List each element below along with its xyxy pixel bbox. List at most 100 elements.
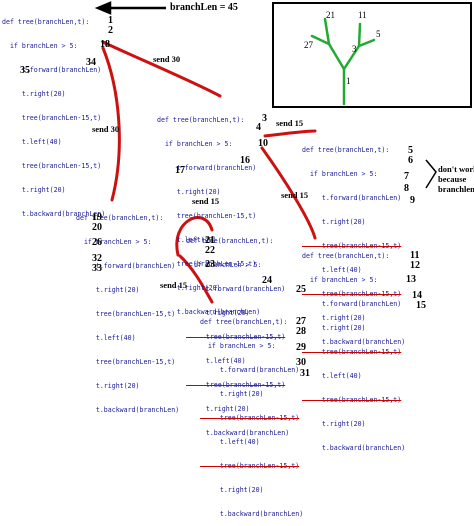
code-line: t.right(20) xyxy=(200,486,264,494)
code-line: t.forward(branchLen) xyxy=(186,285,286,293)
code-line: def tree(branchLen,t): xyxy=(200,318,288,326)
code-line: def tree(branchLen,t): xyxy=(157,116,245,124)
send-label: send 30 xyxy=(92,124,120,134)
code-line: tree(branchLen-15,t) xyxy=(186,333,286,341)
code-line: t.right(20) xyxy=(2,186,66,194)
step-number: 22 xyxy=(205,245,215,256)
code-line: tree(branchLen-15,t) xyxy=(157,212,257,220)
arrow-left-icon xyxy=(94,1,112,15)
code-line: tree(branchLen-15,t) xyxy=(186,381,286,389)
code-line: t.backward(branchLen) xyxy=(2,210,106,218)
step-number: 7 xyxy=(404,171,409,182)
step-number: 30 xyxy=(296,357,306,368)
code-line: t.right(20) xyxy=(302,314,366,322)
step-number: 8 xyxy=(404,183,409,194)
code-line: t.forward(branchLen) xyxy=(302,300,402,308)
code-line: def tree(branchLen,t): xyxy=(302,252,390,260)
step-number: 23 xyxy=(205,259,215,270)
code-block-depth2-b: def tree(branchLen,t): if branchLen > 5:… xyxy=(302,236,405,460)
step-number: 9 xyxy=(410,195,415,206)
code-line: t.left(40) xyxy=(2,138,62,146)
connector-layer xyxy=(94,1,437,304)
code-block-depth2-a: def tree(branchLen,t): if branchLen > 5:… xyxy=(302,130,405,354)
send-label: send 15 xyxy=(192,196,220,206)
code-line: t.forward(branchLen) xyxy=(200,366,300,374)
code-line: t.left(40) xyxy=(302,266,362,274)
code-line: t.backward(branchLen) xyxy=(200,510,304,518)
code-line: t.backward(branchLen) xyxy=(302,338,406,346)
code-line: t.backward(branchLen) xyxy=(302,444,406,452)
step-number: 2 xyxy=(108,25,113,36)
code-line: tree(branchLen-15,t) xyxy=(76,310,176,318)
step-number: 31 xyxy=(300,368,310,379)
code-block-main: def tree(branchLen,t): if branchLen > 5:… xyxy=(2,2,105,226)
dont-work-note: don't work because branchlen <5 xyxy=(438,164,474,194)
code-line: def tree(branchLen,t): xyxy=(302,146,390,154)
arrow-send15-loop xyxy=(175,216,214,257)
code-line: if branchLen > 5: xyxy=(302,170,378,178)
step-number: 17 xyxy=(175,165,185,176)
step-number: 34 xyxy=(86,57,96,68)
code-line: tree(branchLen-15,t) xyxy=(302,396,402,404)
code-line: t.left(40) xyxy=(200,438,260,446)
code-line: t.left(40) xyxy=(302,372,362,380)
arrow-send30-right xyxy=(101,40,222,98)
arrow-send15-upper xyxy=(263,129,317,138)
code-line: if branchLen > 5: xyxy=(157,140,233,148)
code-block-depth1-left: def tree(branchLen,t): if branchLen > 5:… xyxy=(157,100,260,324)
code-line: tree(branchLen-15,t) xyxy=(200,462,300,470)
step-number: 24 xyxy=(262,275,272,286)
code-line: t.right(20) xyxy=(200,390,264,398)
step-number: 3 xyxy=(262,113,267,124)
code-block-depth2-d: def tree(branchLen,t): if branchLen > 5:… xyxy=(200,302,303,526)
code-line: tree(branchLen-15,t) xyxy=(2,114,102,122)
code-line: tree(branchLen-15,t) xyxy=(76,358,176,366)
code-line: t.right(20) xyxy=(186,405,250,413)
tree-svg xyxy=(310,17,376,106)
code-line: if branchLen > 5: xyxy=(76,238,152,246)
send-label: send 15 xyxy=(281,190,309,200)
step-number: 14 xyxy=(412,290,422,301)
step-number: 11 xyxy=(410,250,420,261)
send-label: send 15 xyxy=(276,118,304,128)
send-label: send 30 xyxy=(153,54,181,64)
branchlen-label: branchLen = 45 xyxy=(170,2,238,13)
code-line: t.right(20) xyxy=(157,188,221,196)
tree-illustration: 21 11 27 3 5 1 xyxy=(272,2,472,108)
code-line: if branchLen > 5: xyxy=(2,42,78,50)
code-line: tree(branchLen-15,t) xyxy=(302,242,402,250)
code-line: t.backward(branchLen) xyxy=(157,308,261,316)
code-line: t.forward(branchLen) xyxy=(76,262,176,270)
step-number: 6 xyxy=(408,155,413,166)
code-line: def tree(branchLen,t): xyxy=(2,18,90,26)
code-line: def tree(branchLen,t): xyxy=(186,237,274,245)
code-line: t.right(20) xyxy=(302,324,366,332)
step-number: 35 xyxy=(20,65,30,76)
code-line: t.backward(branchLen) xyxy=(76,406,180,414)
arrow-send15-lower xyxy=(178,254,214,304)
code-line: t.forward(branchLen) xyxy=(157,164,257,172)
code-line: if branchLen > 5: xyxy=(200,342,276,350)
step-number: 27 xyxy=(296,316,306,327)
tree-label: 21 xyxy=(326,10,335,20)
code-line: t.right(20) xyxy=(157,284,221,292)
code-line: if branchLen > 5: xyxy=(302,276,378,284)
step-number: 21 xyxy=(205,235,215,246)
step-number: 10 xyxy=(258,138,268,149)
step-number: 29 xyxy=(296,342,306,353)
tree-label: 27 xyxy=(304,40,313,50)
step-number: 25 xyxy=(296,284,306,295)
code-line: t.left(40) xyxy=(186,357,246,365)
code-line: tree(branchLen-15,t) xyxy=(2,162,102,170)
code-line: t.left(40) xyxy=(157,236,217,244)
code-line: t.right(20) xyxy=(76,286,140,294)
code-line: if branchLen > 5: xyxy=(186,261,262,269)
tree-label: 1 xyxy=(346,76,351,86)
step-number: 1 xyxy=(108,15,113,26)
step-number: 28 xyxy=(296,326,306,337)
step-number: 16 xyxy=(240,155,250,166)
step-number: 15 xyxy=(416,300,426,311)
step-number: 18 xyxy=(100,39,110,50)
tree-label: 11 xyxy=(358,10,367,20)
